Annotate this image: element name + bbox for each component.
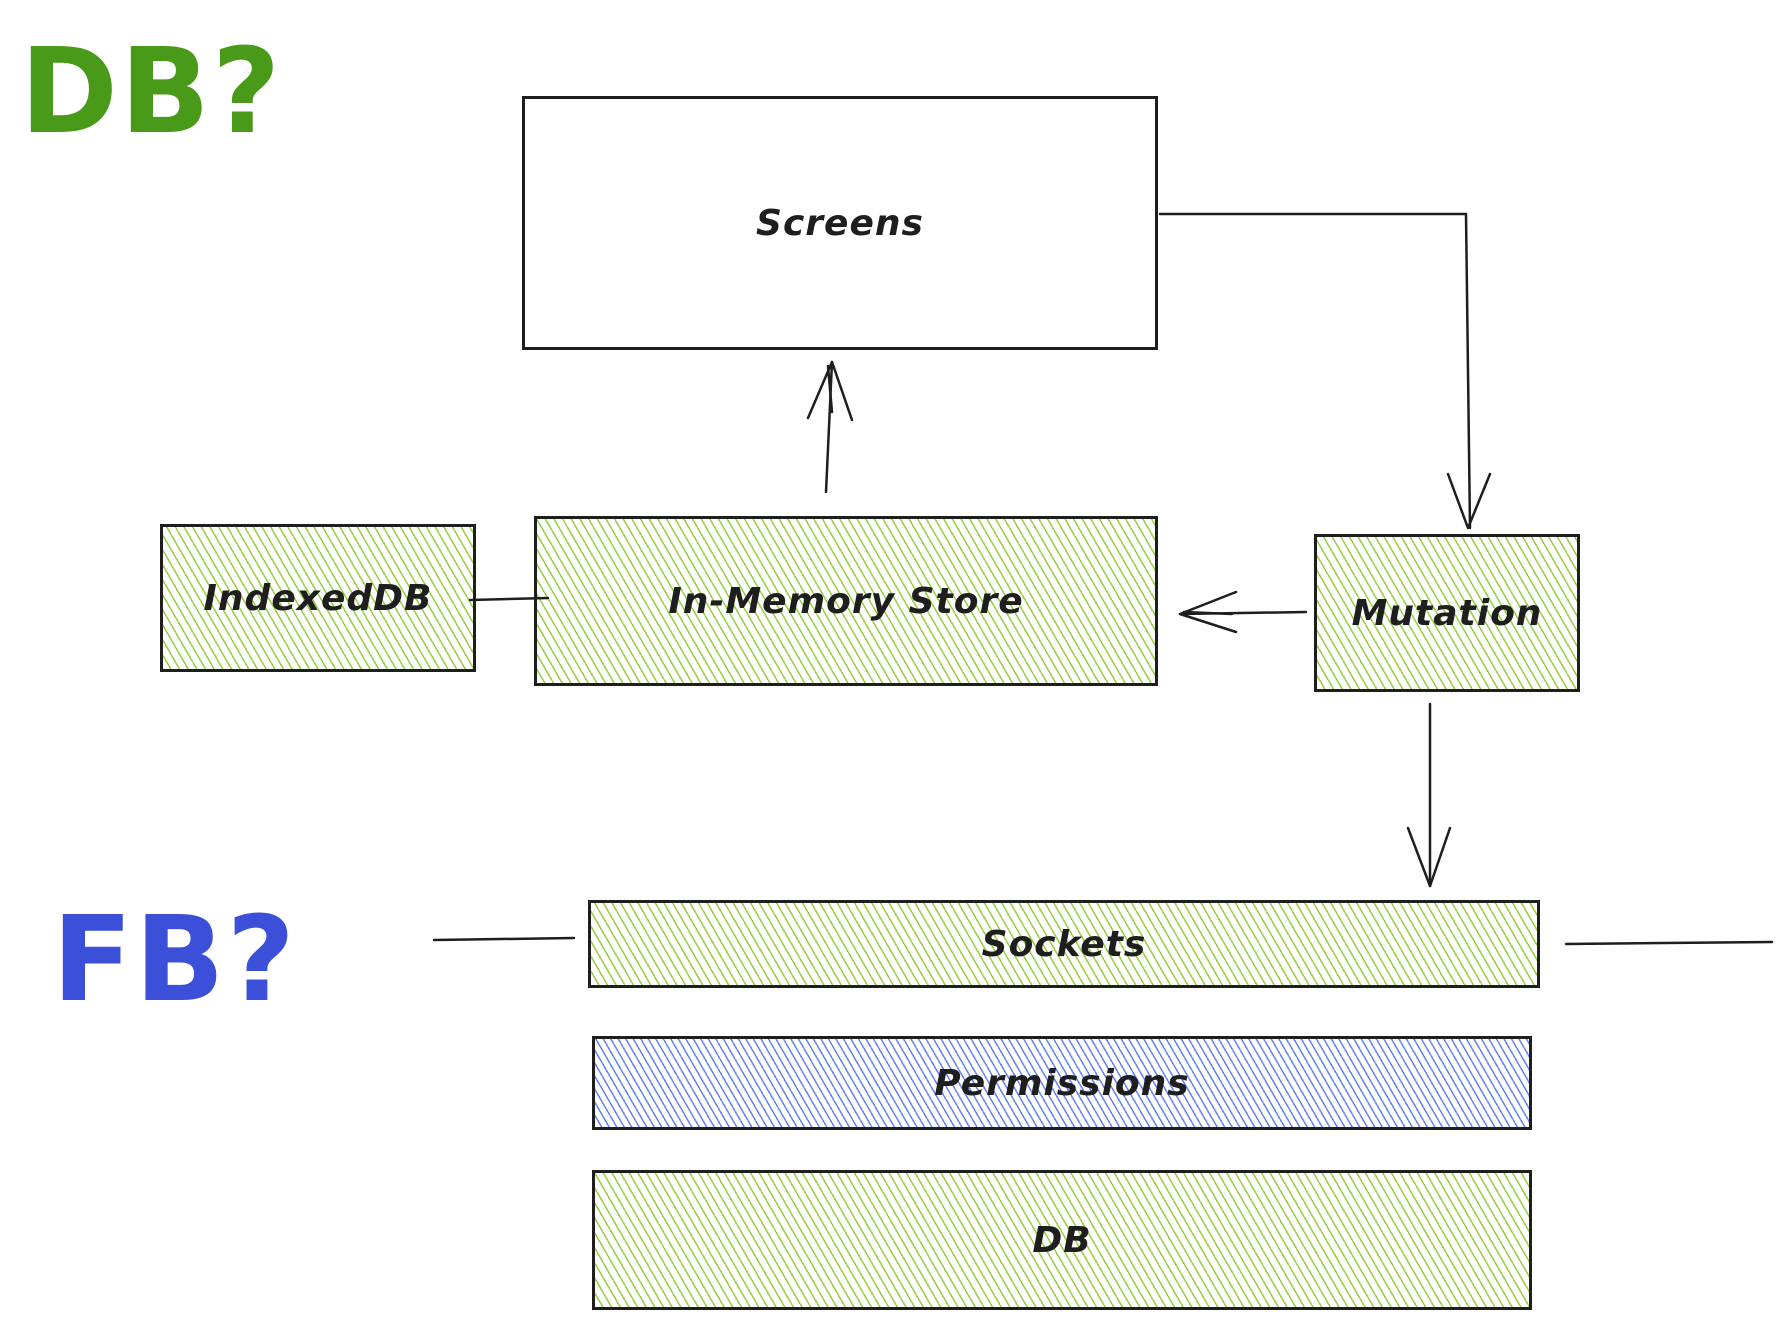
screens-box: Screens <box>522 96 1158 350</box>
indexeddb-label: IndexedDB <box>203 577 433 619</box>
mutation-to-sockets-arrow <box>1406 702 1452 888</box>
sockets-label: Sockets <box>981 923 1147 965</box>
db-label: DB <box>1032 1219 1092 1261</box>
mutation-label: Mutation <box>1351 592 1543 634</box>
db-box: DB <box>592 1170 1532 1310</box>
permissions-box: Permissions <box>592 1036 1532 1130</box>
screens-label: Screens <box>756 202 924 244</box>
sockets-right-line <box>1564 940 1774 946</box>
sockets-left-line <box>432 936 576 942</box>
indexeddb-box: IndexedDB <box>160 524 476 672</box>
in-memory-store-box: In-Memory Store <box>534 516 1158 686</box>
sockets-box: Sockets <box>588 900 1540 988</box>
mutation-box: Mutation <box>1314 534 1580 692</box>
in-memory-store-label: In-Memory Store <box>668 580 1024 622</box>
store-to-screens-arrow <box>806 360 854 494</box>
db-question-note: DB? <box>20 22 283 160</box>
fb-question-note: FB? <box>52 890 297 1028</box>
mutation-to-store-arrow <box>1178 590 1308 634</box>
screens-to-mutation-arrow <box>1158 212 1492 530</box>
permissions-label: Permissions <box>934 1062 1190 1104</box>
